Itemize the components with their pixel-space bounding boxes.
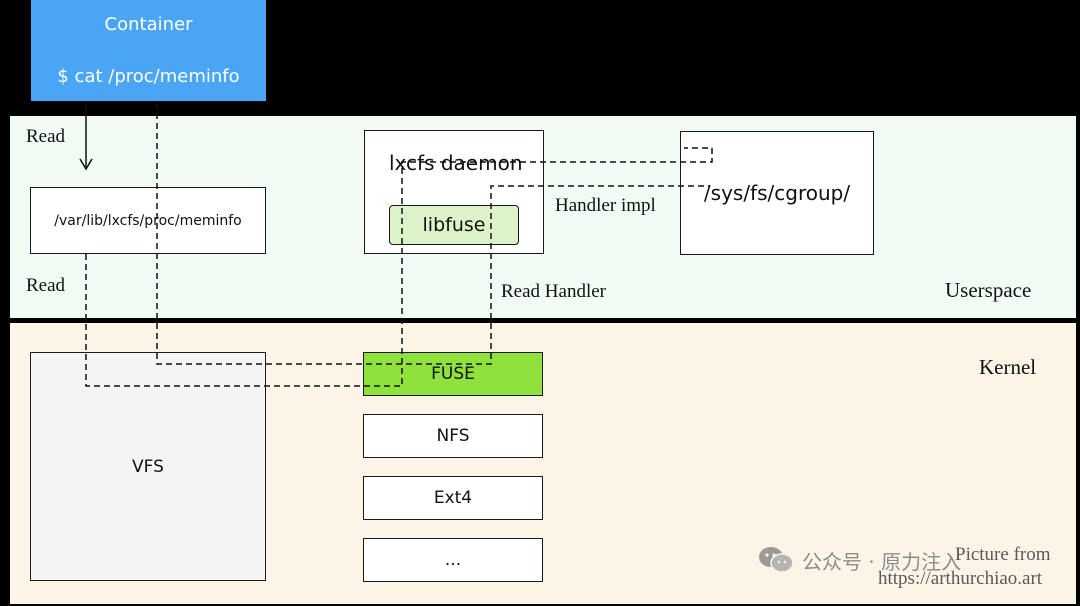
read-label-bottom: Read	[26, 275, 66, 296]
more-filesystems-box: ...	[363, 538, 543, 582]
container-title: Container	[104, 14, 193, 35]
nfs-box: NFS	[363, 414, 543, 458]
read-path-dashed	[85, 147, 713, 387]
container-box: Container $ cat /proc/meminfo	[31, 0, 266, 101]
return-path-dashed	[156, 103, 710, 365]
handler-impl-label: Handler impl	[555, 195, 656, 216]
userspace-label: Userspace	[945, 278, 1032, 302]
vfs-box: VFS	[30, 352, 266, 581]
kernel-label: Kernel	[979, 355, 1037, 379]
container-command: $ cat /proc/meminfo	[57, 66, 240, 87]
credit-line-2: https://arthurchiao.art	[878, 568, 1043, 589]
read-handler-label: Read Handler	[501, 281, 606, 302]
libfuse-label: libfuse	[422, 214, 486, 236]
read-arrowhead	[79, 158, 93, 171]
meminfo-path-box: /var/lib/lxcfs/proc/meminfo	[30, 187, 266, 254]
read-label-top: Read	[26, 126, 66, 147]
cgroup-path-label: /sys/fs/cgroup/	[703, 181, 851, 205]
fuse-label: FUSE	[431, 364, 475, 384]
ext4-label: Ext4	[433, 488, 473, 508]
more-filesystems-label: ...	[444, 550, 462, 570]
libfuse-box: libfuse	[389, 205, 519, 245]
fuse-box: FUSE	[363, 352, 543, 396]
wechat-icon	[758, 546, 794, 574]
nfs-label: NFS	[436, 426, 470, 446]
lxcfs-daemon-label: lxcfs daemon	[389, 151, 523, 175]
watermark-account: 公众号 · 原力注入	[802, 550, 962, 574]
credit-line-1: Picture from	[955, 544, 1051, 565]
vfs-label: VFS	[132, 456, 164, 477]
meminfo-path-label: /var/lib/lxcfs/proc/meminfo	[54, 212, 242, 229]
ext4-box: Ext4	[363, 476, 543, 520]
